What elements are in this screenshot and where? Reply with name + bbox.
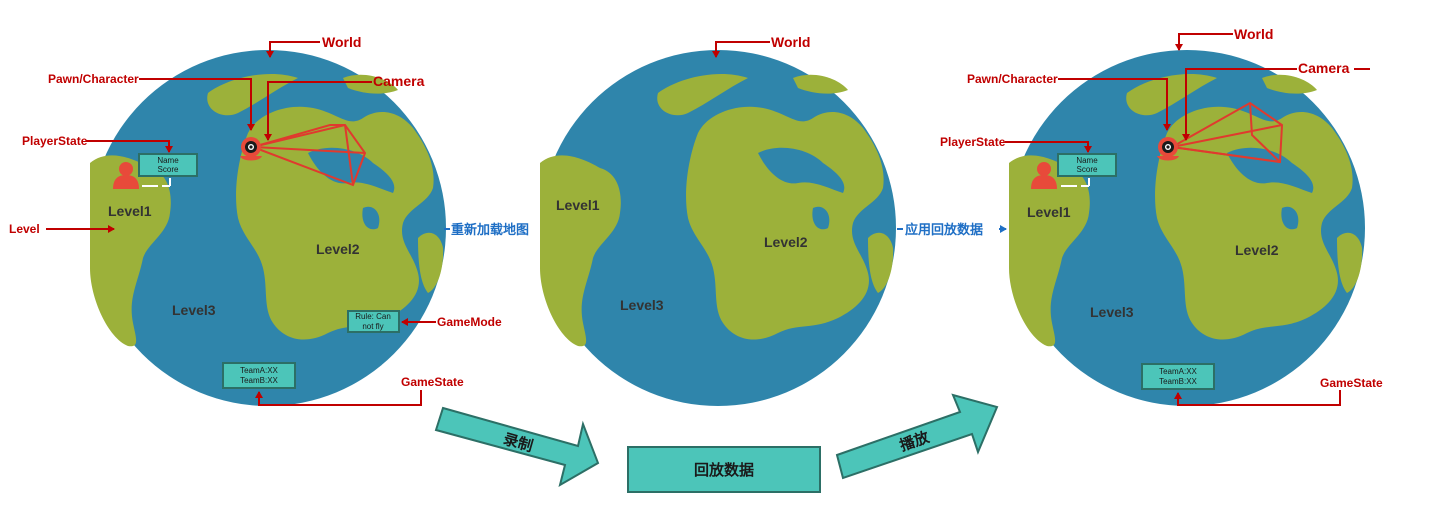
playerstate-arrow-1 [86,140,173,153]
play-arrow: 播放 [835,393,999,480]
level1-label: Level1 [108,203,152,219]
gamestate-label-3: GameState [1320,376,1383,390]
globe-2-map [540,50,896,406]
camera-arrow-3 [1182,68,1297,141]
level1-label-2: Level1 [556,197,600,213]
pawn-arrow-1 [139,78,255,131]
gamestate-label-1: GameState [401,375,464,389]
level3-label-3: Level3 [1090,304,1134,320]
level3-label-2: Level3 [620,297,664,313]
gamemode-label: GameMode [437,315,502,329]
player-score-label: Score [158,165,179,174]
level2-label-2: Level2 [764,234,808,250]
rule-line2: not fly [362,322,383,331]
camera-label-3: Camera [1298,60,1350,76]
player-link-line-3 [1061,178,1090,187]
player-name-label: Name [157,156,179,165]
gamestate-arrow-3 [1174,390,1341,406]
team-b-label-3: TeamB:XX [1159,377,1197,386]
camera-label-1: Camera [373,73,425,89]
team-a-label-3: TeamA:XX [1159,367,1197,376]
game-mode-box: Rule: Can not fly [347,310,400,333]
game-state-box: TeamA:XX TeamB:XX [222,362,296,389]
world-label-2: World [771,34,810,50]
camera-frustum-3 [1168,101,1284,164]
player-state-box-3: Name Score [1057,153,1117,177]
team-a-label: TeamA:XX [240,366,278,375]
level-label: Level [9,222,40,236]
globe-3: Name Score Level1 Level2 Level3 TeamA:XX… [940,26,1383,406]
world-arrow-1 [266,41,320,58]
playerstate-label-1: PlayerState [22,134,88,148]
world-arrow-2 [712,41,770,58]
player-score-label-3: Score [1077,165,1098,174]
playerstate-arrow-3 [1005,141,1092,153]
globe-1: Name Score Level1 Level2 Level3 Rule: Ca… [9,34,502,406]
replay-data-box: 回放数据 [627,446,821,493]
rule-line1: Rule: Can [355,312,391,321]
pawn-arrow-3 [1058,78,1171,131]
world-label-1: World [322,34,361,50]
record-arrow: 录制 [434,406,600,488]
player-link-line [142,178,171,187]
pawn-label-1: Pawn/Character [48,72,139,86]
apply-replay-label: 应用回放数据 [905,222,983,237]
reload-map-label: 重新加载地图 [451,222,529,237]
game-state-box-3: TeamA:XX TeamB:XX [1141,363,1215,390]
world-arrow-3 [1175,33,1233,51]
camera-arrow-1 [264,81,372,141]
level3-label: Level3 [172,302,216,318]
level2-label-3: Level2 [1235,242,1279,258]
player-name-label-3: Name [1076,156,1098,165]
player-state-box: Name Score [138,153,198,177]
playerstate-label-3: PlayerState [940,135,1006,149]
replay-data-label: 回放数据 [694,461,754,479]
level2-label: Level2 [316,241,360,257]
gamestate-arrow-1 [255,390,422,406]
world-label-3: World [1234,26,1273,42]
pawn-label-3: Pawn/Character [967,72,1058,86]
team-b-label: TeamB:XX [240,376,278,385]
camera-frustum-1 [249,124,367,187]
level1-label-3: Level1 [1027,204,1071,220]
globe-2: Level1 Level2 Level3 World [540,34,896,406]
